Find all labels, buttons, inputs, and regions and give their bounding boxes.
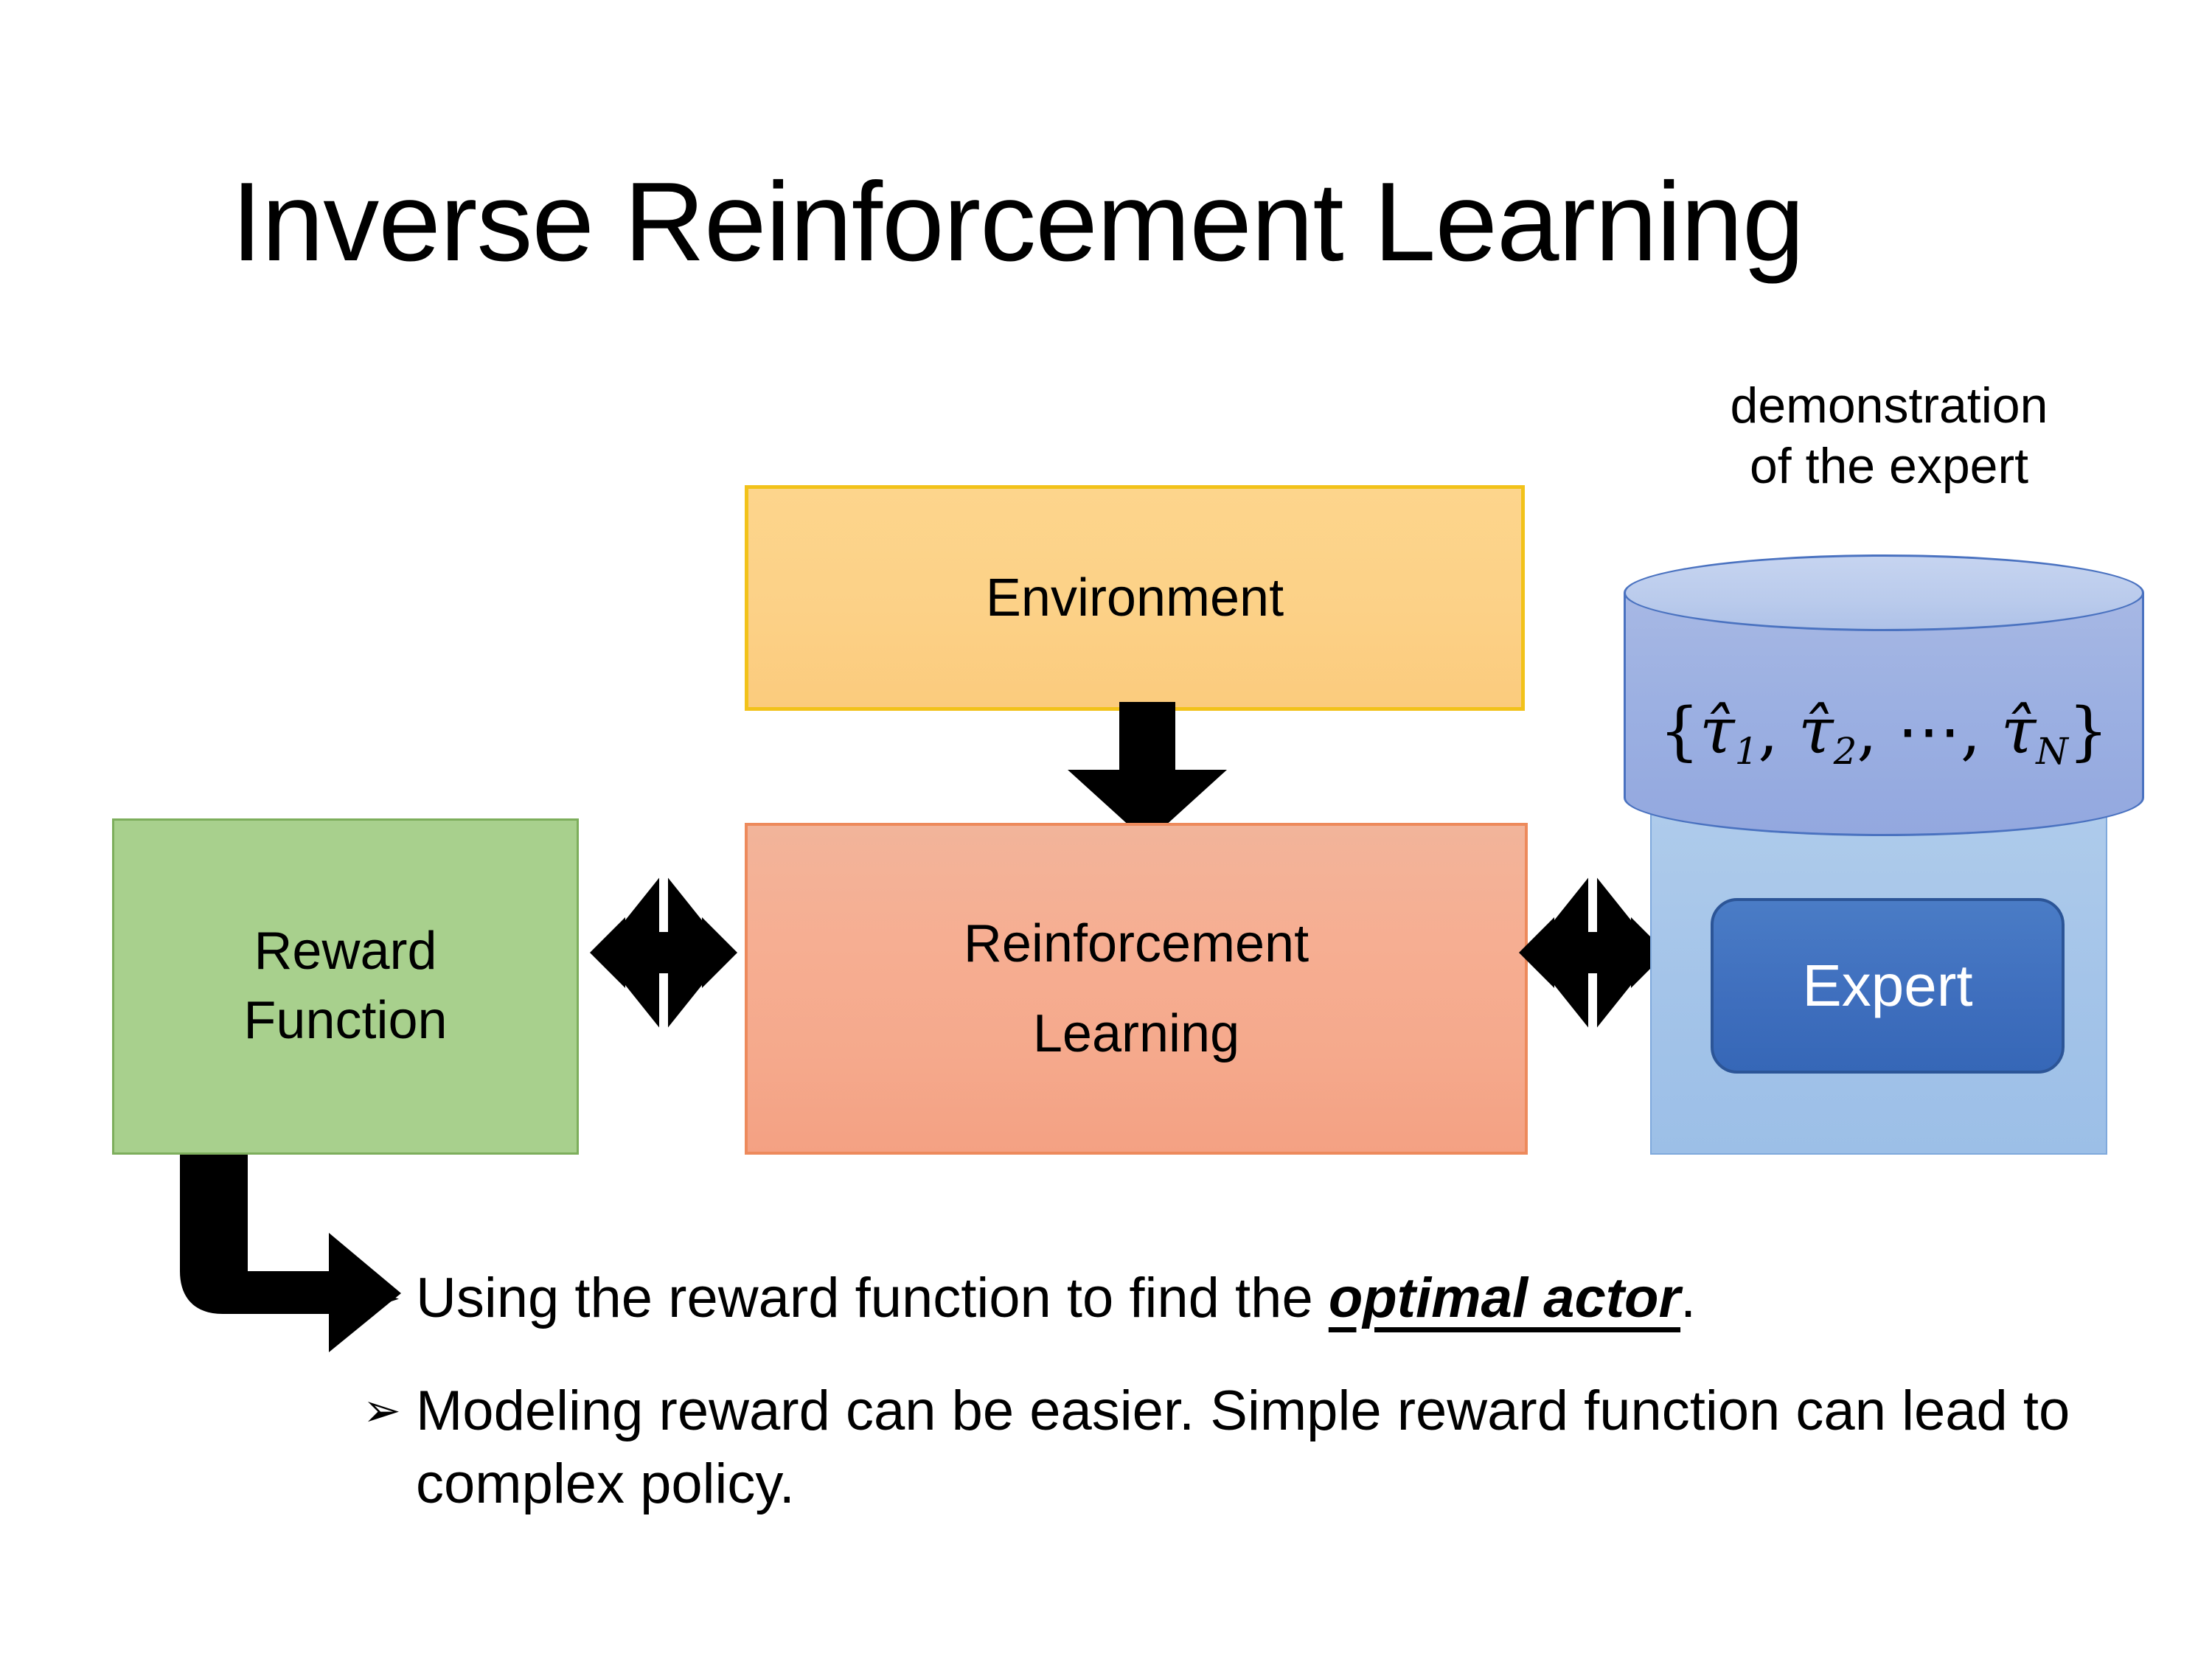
- list-item: ➢ Modeling reward can be easier. Simple …: [363, 1375, 2096, 1521]
- reward-function-label-line2: Function: [243, 991, 448, 1050]
- environment-label: Environment: [985, 568, 1284, 627]
- bullet-text-1: Using the reward function to find the op…: [416, 1262, 2096, 1335]
- formula-tau-1: τ̂: [1700, 695, 1735, 768]
- arrow-environment-to-rl: [1068, 702, 1227, 842]
- reinforcement-learning-label-line2: Learning: [1032, 1004, 1240, 1063]
- formula-comma-1: ,: [1758, 695, 1799, 768]
- bullet-list: ➢ Using the reward function to find the …: [363, 1262, 2096, 1520]
- reinforcement-learning-box: Reinforcement Learning: [745, 823, 1528, 1155]
- reward-function-label-line1: Reward: [254, 922, 437, 981]
- environment-box: Environment: [745, 485, 1525, 711]
- demonstration-caption: demonstration of the expert: [1631, 376, 2147, 496]
- page-title: Inverse Reinforcement Learning: [231, 159, 1805, 285]
- formula-close-brace: }: [2067, 695, 2109, 768]
- expert-box: Expert: [1711, 898, 2065, 1074]
- list-item: ➢ Using the reward function to find the …: [363, 1262, 2096, 1335]
- formula-sub-1: 1: [1734, 729, 1759, 773]
- formula-tau-n: τ̂: [2000, 695, 2037, 768]
- chevron-bullet-icon: ➢: [363, 1382, 401, 1437]
- cylinder-top-ellipse: [1624, 554, 2144, 631]
- arrow-reward-to-bullets: [180, 1155, 401, 1352]
- expert-label: Expert: [1802, 953, 1973, 1018]
- formula-sub-2: 2: [1833, 729, 1857, 773]
- trajectory-set-formula: {τ̂1, τ̂2, ⋯, τ̂N}: [1624, 695, 2144, 773]
- arrow-rl-to-expert: [1519, 876, 1666, 1029]
- formula-sub-n: N: [2036, 729, 2068, 773]
- formula-comma-2: , ⋯,: [1857, 695, 2001, 768]
- cylinder-body: [1624, 593, 2144, 836]
- bullet-1-emphasis: optimal actor: [1328, 1267, 1681, 1329]
- demonstration-cylinder: {τ̂1, τ̂2, ⋯, τ̂N}: [1624, 554, 2144, 836]
- demonstration-caption-line1: demonstration: [1730, 378, 2048, 434]
- bullet-text-2: Modeling reward can be easier. Simple re…: [416, 1379, 2070, 1515]
- demonstration-caption-line2: of the expert: [1749, 437, 2029, 494]
- chevron-bullet-icon: ➢: [363, 1270, 401, 1324]
- reinforcement-learning-label-line1: Reinforcement: [963, 914, 1310, 973]
- formula-open-brace: {: [1659, 695, 1700, 768]
- arrow-reward-to-rl: [590, 876, 737, 1029]
- formula-tau-2: τ̂: [1798, 695, 1834, 768]
- bullet-1-text-before: Using the reward function to find the: [416, 1267, 1329, 1329]
- bullet-1-text-after: .: [1680, 1267, 1697, 1329]
- reward-function-box: Reward Function: [112, 818, 579, 1155]
